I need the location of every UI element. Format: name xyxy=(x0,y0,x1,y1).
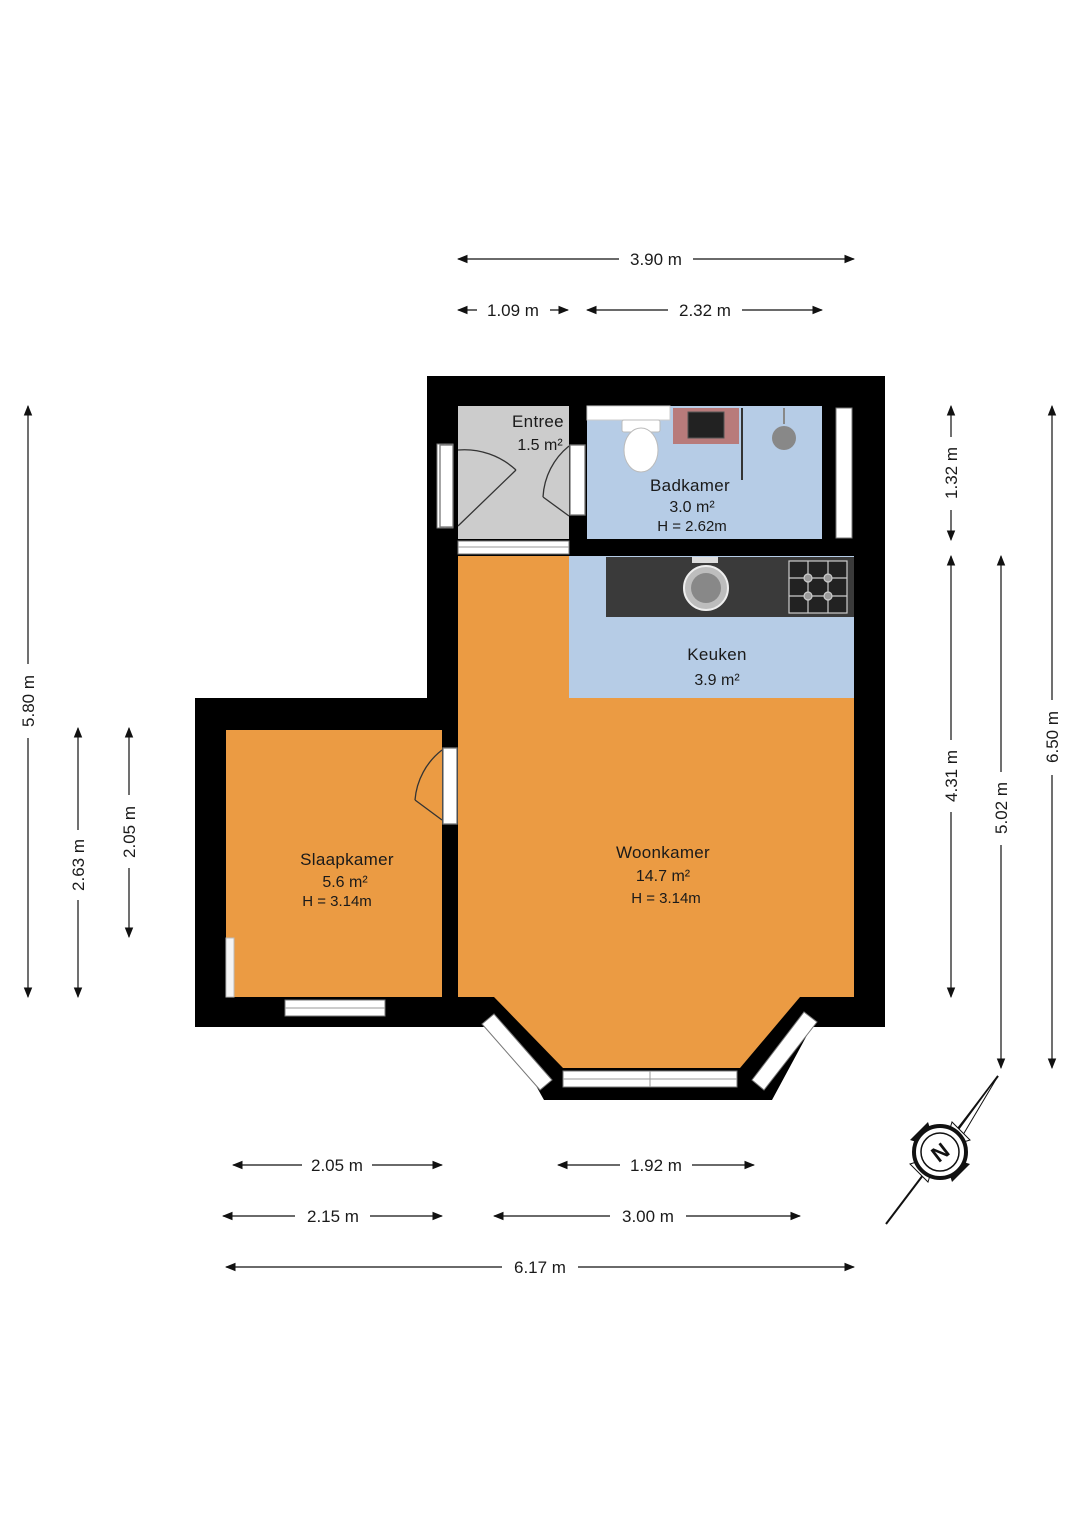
badkamer-area: 3.0 m² xyxy=(669,499,715,516)
dim-bottom-slaap-inner: 2.05 m xyxy=(311,1156,363,1175)
doors xyxy=(414,444,586,825)
door-slaap-frame xyxy=(442,747,458,825)
kitchen-counter xyxy=(606,557,854,617)
dim-bottom-total: 6.17 m xyxy=(514,1258,566,1277)
dim-left-slaap-outer: 2.63 m xyxy=(69,839,88,891)
window-bay-left xyxy=(481,1013,553,1091)
keuken-area: 3.9 m² xyxy=(694,672,740,689)
door-entree-frame xyxy=(439,444,454,528)
door-badkamer-leaf xyxy=(542,496,570,517)
door-badkamer-frame xyxy=(569,444,586,516)
dim-bottom-bay: 1.92 m xyxy=(630,1156,682,1175)
dim-right-total: 6.50 m xyxy=(1043,711,1062,763)
dim-bottom-woon: 3.00 m xyxy=(622,1207,674,1226)
dimension-labels: 3.90 m 1.09 m 2.32 m 5.80 m 2.63 m 2.05 … xyxy=(19,250,1062,1277)
window-slaap-side xyxy=(225,937,235,998)
slaapkamer-name: Slaapkamer xyxy=(300,850,394,869)
slaapkamer-area: 5.6 m² xyxy=(322,874,368,891)
door-badkamer-swing xyxy=(542,445,570,498)
toilet-icon xyxy=(621,419,661,473)
bath-shelf xyxy=(586,405,671,421)
door-entree-leaf xyxy=(457,469,517,527)
shower-icon xyxy=(772,408,796,450)
kitchen-sink-icon xyxy=(683,557,729,611)
room-labels: Entree 1.5 m² Badkamer 3.0 m² H = 2.62m … xyxy=(300,412,746,910)
slaapkamer-height: H = 3.14m xyxy=(302,893,372,910)
badkamer-height: H = 2.62m xyxy=(657,518,727,535)
door-entree-swing xyxy=(457,449,517,471)
floor-slaapkamer xyxy=(226,730,442,997)
door-slaap-leaf xyxy=(414,799,443,821)
woonkamer-name: Woonkamer xyxy=(616,843,710,862)
dim-top-badkamer: 2.32 m xyxy=(679,301,731,320)
floor-woonkamer xyxy=(458,556,854,1068)
window-bay-right xyxy=(751,1011,818,1091)
door-slaap-swing xyxy=(414,749,443,801)
dimension-lines xyxy=(23,254,1057,1272)
stove-icon xyxy=(788,560,848,614)
sink-icon xyxy=(673,408,739,444)
woonkamer-area: 14.7 m² xyxy=(636,868,691,885)
entree-area: 1.5 m² xyxy=(517,437,563,454)
dim-right-woon: 4.31 m xyxy=(942,750,961,802)
room-floors xyxy=(226,406,854,1068)
dim-right-mid: 5.02 m xyxy=(992,782,1011,834)
dim-left-total: 5.80 m xyxy=(19,675,38,727)
dim-left-slaap-inner: 2.05 m xyxy=(120,806,139,858)
woonkamer-height: H = 3.14m xyxy=(631,890,701,907)
dim-top-entree: 1.09 m xyxy=(487,301,539,320)
badkamer-name: Badkamer xyxy=(650,476,730,495)
dim-right-badkamer: 1.32 m xyxy=(942,447,961,499)
keuken-name: Keuken xyxy=(687,645,746,664)
dim-bottom-slaap-outer: 2.15 m xyxy=(307,1207,359,1226)
dim-top-total: 3.90 m xyxy=(630,250,682,269)
window-badkamer-right xyxy=(835,407,853,539)
compass-icon: N xyxy=(885,1075,999,1225)
bathroom-fixtures xyxy=(586,405,796,480)
entree-name: Entree xyxy=(512,412,564,431)
